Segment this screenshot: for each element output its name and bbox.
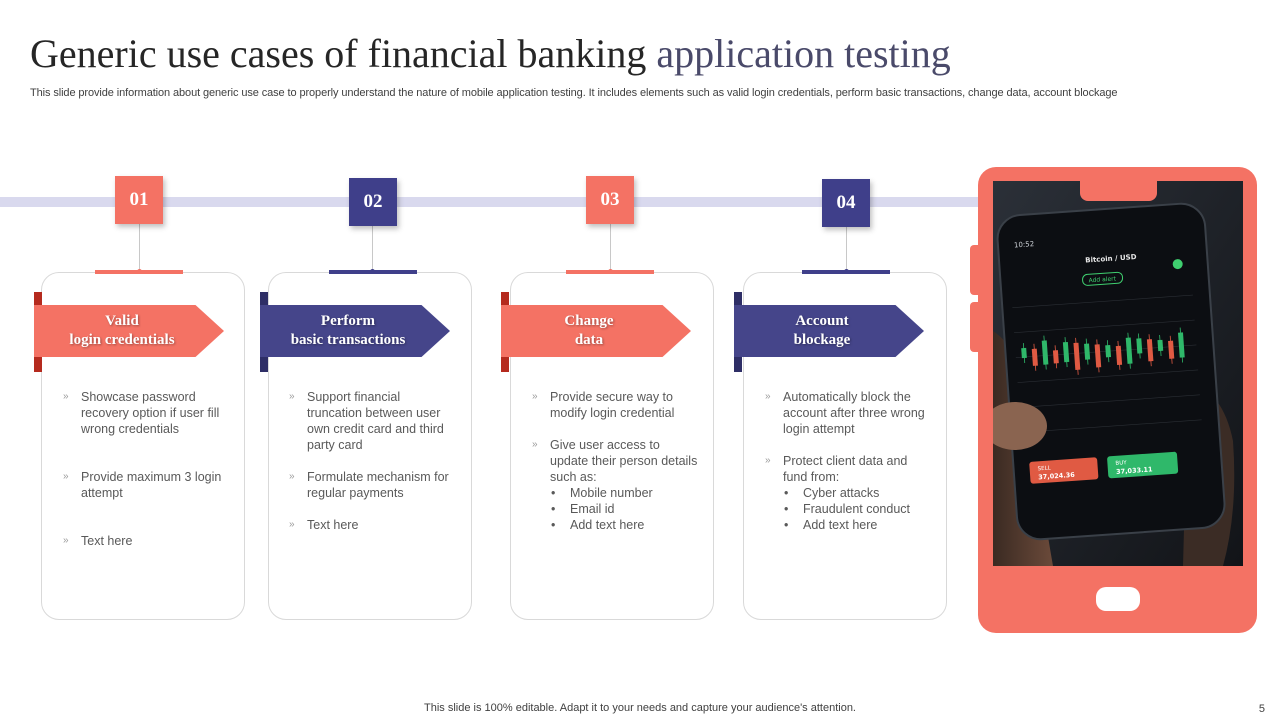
step-heading-arrow-2: Perform basic transactions bbox=[260, 292, 450, 372]
step-heading-arrow-3: Change data bbox=[501, 292, 691, 372]
step-heading-line1: Account bbox=[795, 313, 849, 329]
sub-bullet-item: Fraudulent conduct bbox=[783, 501, 933, 517]
photo-phone-body bbox=[996, 202, 1226, 541]
step-bullets-1: Showcase password recovery option if use… bbox=[61, 389, 231, 565]
step-heading-line1: Change bbox=[564, 313, 614, 329]
photo-buy-price: 37,033.11 bbox=[1116, 465, 1154, 476]
candle-body bbox=[1125, 337, 1133, 364]
photo-buy-button bbox=[1107, 451, 1179, 479]
phone-side-button bbox=[970, 245, 980, 295]
candle-body bbox=[1073, 342, 1081, 370]
candle-body bbox=[1146, 339, 1154, 362]
step-connector bbox=[139, 222, 140, 272]
title-accent: application testing bbox=[646, 31, 951, 76]
candle-body bbox=[1062, 341, 1070, 363]
candlesticks bbox=[1021, 327, 1185, 375]
candle-body bbox=[1052, 350, 1059, 364]
card-top-bar bbox=[802, 270, 890, 274]
step-number-02: 02 bbox=[349, 178, 397, 226]
card-top-bar bbox=[95, 270, 183, 274]
step-connector bbox=[372, 224, 373, 272]
trading-app-photo: 10:52 Bitcoin / USD Add alert SELL 37,02… bbox=[993, 181, 1243, 566]
candle-body bbox=[1157, 339, 1164, 352]
candle-body bbox=[1115, 345, 1123, 366]
bullet-item: Provide maximum 3 login attempt bbox=[61, 469, 231, 501]
slide-title: Generic use cases of financial banking a… bbox=[30, 30, 951, 77]
step-heading-arrow-4: Account blockage bbox=[734, 292, 924, 372]
bullet-text: Give user access to update their person … bbox=[550, 438, 698, 484]
timeline-line bbox=[0, 197, 990, 207]
bullet-item: Automatically block the account after th… bbox=[763, 389, 933, 437]
trading-chart: 10:52 Bitcoin / USD Add alert SELL 37,02… bbox=[1012, 240, 1202, 484]
candle-body bbox=[1094, 344, 1102, 368]
footer-note: This slide is 100% editable. Adapt it to… bbox=[424, 702, 856, 714]
candle-body bbox=[1084, 343, 1091, 360]
step-heading-line2: login credentials bbox=[69, 332, 175, 348]
sub-bullet-item: Add text here bbox=[550, 517, 700, 533]
photo-alert-text: Add alert bbox=[1088, 275, 1116, 284]
step-bullets-2: Support financial truncation between use… bbox=[287, 389, 457, 549]
step-connector bbox=[610, 222, 611, 272]
photo-buy-label: BUY bbox=[1115, 460, 1127, 467]
sub-bullet-item: Add text here bbox=[783, 517, 933, 533]
photo-pair: Bitcoin / USD bbox=[1085, 253, 1137, 265]
phone-home-button bbox=[1096, 587, 1140, 611]
step-heading-3: Change data bbox=[501, 305, 691, 357]
bullet-item: Support financial truncation between use… bbox=[287, 389, 457, 453]
step-heading-line2: data bbox=[574, 332, 604, 348]
photo-sell-price: 37,024.36 bbox=[1038, 471, 1076, 482]
photo-sell-button bbox=[1029, 457, 1099, 484]
sub-bullet-item: Cyber attacks bbox=[783, 485, 933, 501]
candle-body bbox=[1168, 340, 1175, 359]
candle-body bbox=[1105, 344, 1112, 358]
phone-side-button bbox=[970, 302, 980, 352]
step-connector bbox=[846, 224, 847, 272]
bullet-item: Text here bbox=[61, 533, 231, 549]
card-top-bar bbox=[566, 270, 654, 274]
bullet-item: Text here bbox=[287, 517, 457, 533]
photo-sell-label: SELL bbox=[1037, 465, 1051, 472]
step-heading-line2: basic transactions bbox=[290, 332, 406, 348]
step-heading-line1: Perform bbox=[320, 313, 376, 329]
step-heading-line1: Valid bbox=[105, 313, 139, 329]
photo-status-dot bbox=[1172, 259, 1183, 270]
bullet-item: Provide secure way to modify login crede… bbox=[530, 389, 700, 421]
candle-body bbox=[1041, 340, 1049, 365]
page-number: 5 bbox=[1258, 703, 1265, 715]
bullet-item: Protect client data and fund from: Cyber… bbox=[763, 453, 933, 533]
sub-bullet-item: Mobile number bbox=[550, 485, 700, 501]
step-number-03: 03 bbox=[586, 176, 634, 224]
photo-alert-pill bbox=[1082, 271, 1124, 286]
step-heading-4: Account blockage bbox=[734, 305, 924, 357]
candle-body bbox=[1031, 348, 1038, 366]
step-bullets-3: Provide secure way to modify login crede… bbox=[530, 389, 700, 549]
sub-bullet-item: Email id bbox=[550, 501, 700, 517]
slide-subtitle: This slide provide information about gen… bbox=[30, 87, 1118, 99]
step-heading-arrow-1: Valid login credentials bbox=[34, 292, 224, 372]
candle-body bbox=[1021, 347, 1027, 359]
photo-time: 10:52 bbox=[1014, 240, 1035, 249]
bullet-item: Formulate mechanism for regular payments bbox=[287, 469, 457, 501]
step-heading-2: Perform basic transactions bbox=[260, 305, 450, 357]
bullet-item: Give user access to update their person … bbox=[530, 437, 700, 533]
title-main: Generic use cases of financial banking bbox=[30, 31, 647, 76]
phone-screen-photo: 10:52 Bitcoin / USD Add alert SELL 37,02… bbox=[993, 181, 1243, 566]
bullet-item: Showcase password recovery option if use… bbox=[61, 389, 231, 437]
candle-body bbox=[1177, 332, 1185, 358]
step-bullets-4: Automatically block the account after th… bbox=[763, 389, 933, 549]
bullet-text: Protect client data and fund from: bbox=[783, 454, 908, 484]
phone-notch bbox=[1080, 167, 1157, 201]
candle-body bbox=[1136, 338, 1143, 354]
step-number-01: 01 bbox=[115, 176, 163, 224]
card-top-bar bbox=[329, 270, 417, 274]
step-number-04: 04 bbox=[822, 179, 870, 227]
step-heading-line2: blockage bbox=[793, 332, 851, 348]
step-heading-1: Valid login credentials bbox=[34, 305, 224, 357]
thumb-shape bbox=[993, 402, 1047, 450]
